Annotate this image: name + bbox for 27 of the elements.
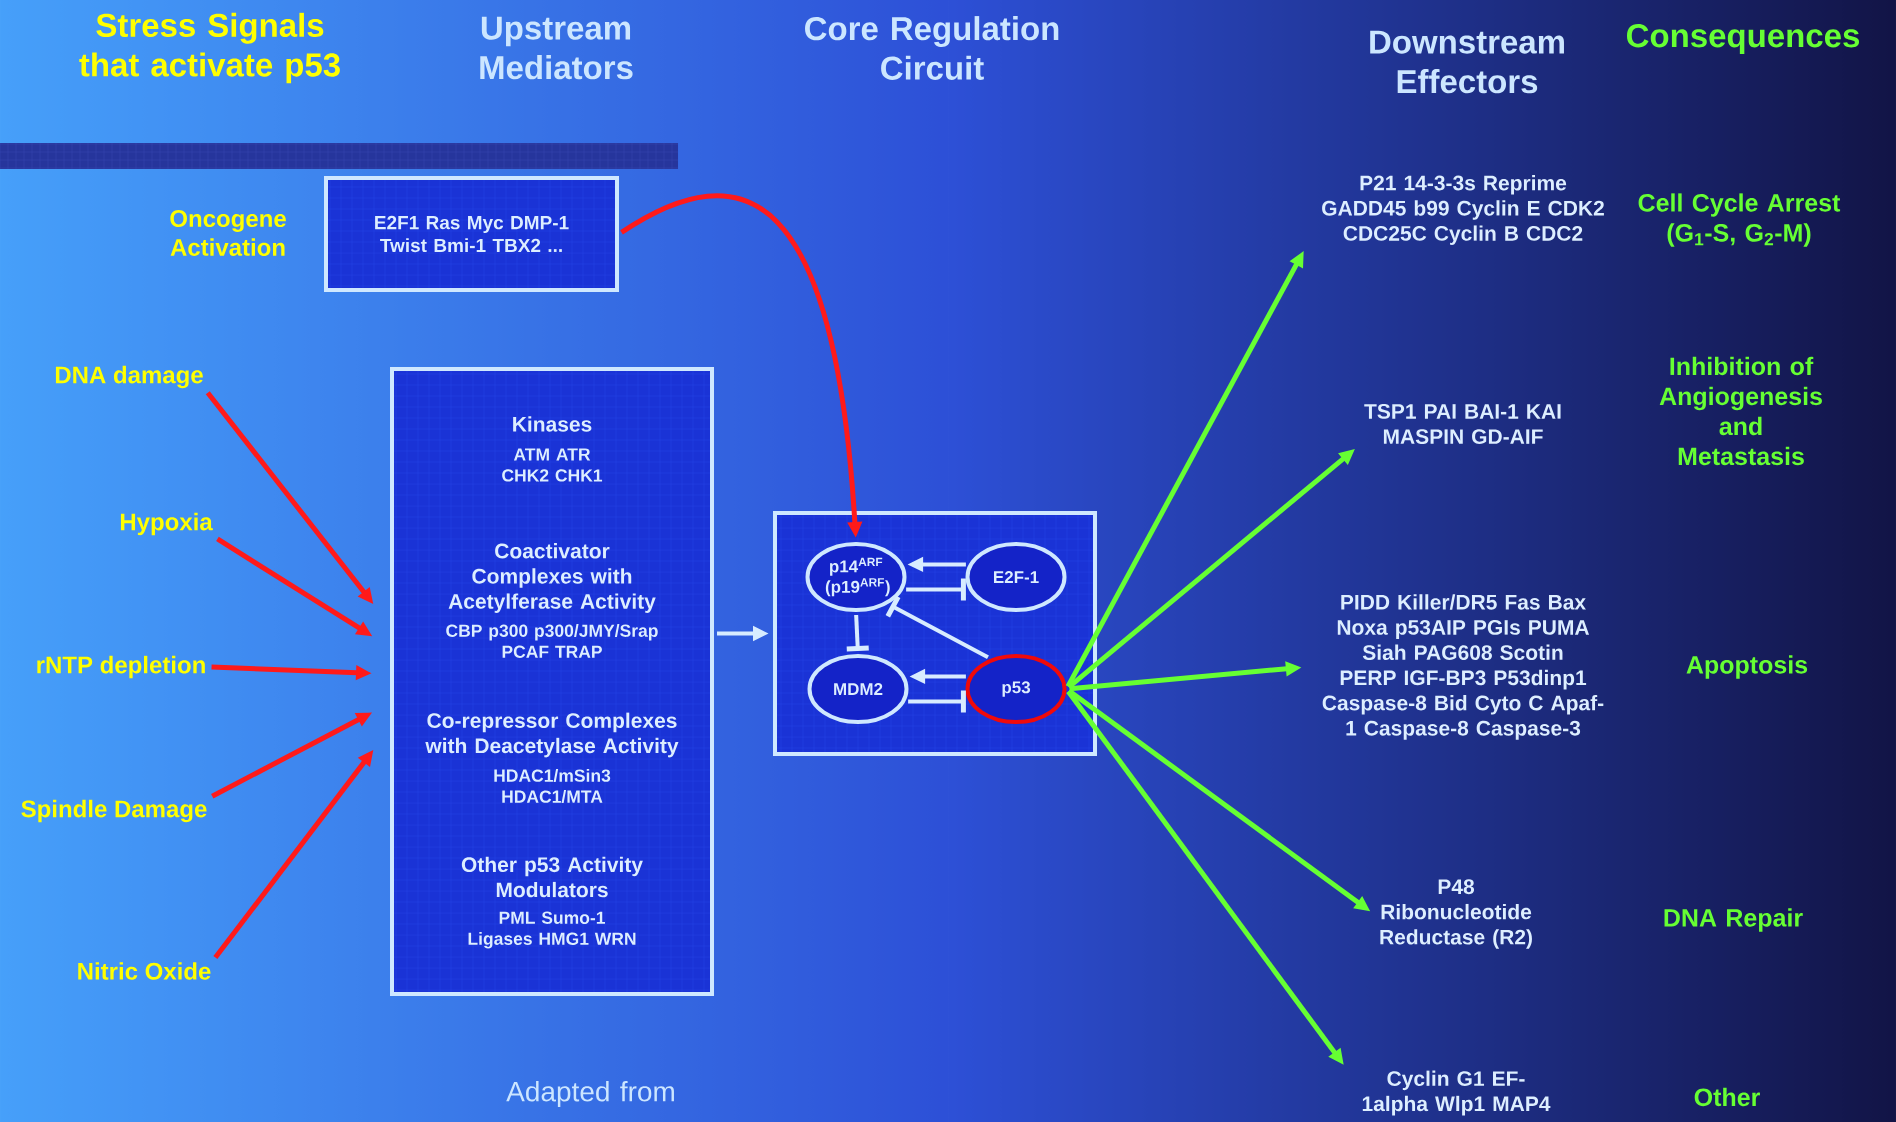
stress-signal-label: Spindle Damage: [21, 799, 207, 823]
column-heading: Downstream Effectors: [1370, 30, 1564, 94]
effector-list: P48 Ribonucleotide Reductase (R2): [1380, 879, 1532, 949]
column-heading: Stress Signals that activate p53: [79, 12, 340, 84]
effector-list: Cyclin G1 EF-1alpha Wlp1 MAP4: [1362, 1070, 1551, 1116]
consequence-label: Other: [1694, 1087, 1760, 1107]
stress-signal-label: Hypoxia: [120, 512, 213, 536]
effector-list: PIDD Killer/DR5 Fas Bax Noxa p53AIP PGIs PUMA Siah PAG608 Scotin PERP IGF-BP3 P53dinp1 Caspase-8 Bid Cyto C Apaf-1 Caspase-8 Caspase-3: [1322, 594, 1604, 740]
stress-signal-label: rNTP depletion: [37, 655, 205, 679]
effector-list: P21 14-3-3s Reprime GADD45 b99 Cyclin E CDK2 CDC25C Cyclin B CDC2: [1322, 175, 1604, 245]
side-label: Oncogene Activation: [170, 210, 286, 256]
source-note: Adapted from: [506, 1080, 674, 1108]
mediator-box: Kinases ATM ATR CHK2 CHK1 Coactivator Complexes with Acetylferase Activity CBP p300 p300/JMY/Srap PCAF TRAP Co-repressor Complexes with Deacetylase Activity HDAC1/mSin3 HDAC1/MTA Other p53 Activity Modulators PML Sumo-1 Ligases HMG1 WRN: [390, 367, 714, 996]
column-heading: Consequences: [1627, 24, 1859, 54]
arrow: [908, 690, 966, 713]
consequence-label: Cell Cycle Arrest (G$_{1}$-S, G$_{2}$-M): [1638, 193, 1841, 247]
effector-list: TSP1 PAI BAI-1 KAI MASPIN GD-AIF: [1364, 403, 1561, 445]
stress-signal-label: DNA damage: [55, 365, 203, 389]
mediator-box: E2F1 Ras Myc DMP-1 Twist Bmi-1 TBX2 ...: [324, 176, 619, 292]
consequence-label: Apoptosis: [1686, 655, 1808, 679]
consequence-label: DNA Repair: [1664, 908, 1803, 932]
arrow: [906, 578, 966, 601]
column-heading: Core Regulation Circuit: [805, 16, 1059, 80]
stress-signal-label: Nitric Oxide: [78, 962, 211, 980]
column-heading: Upstream Mediators: [480, 16, 633, 80]
consequence-label: Inhibition of Angiogenesis and Metastasis: [1659, 356, 1822, 466]
arrow: [846, 614, 869, 652]
